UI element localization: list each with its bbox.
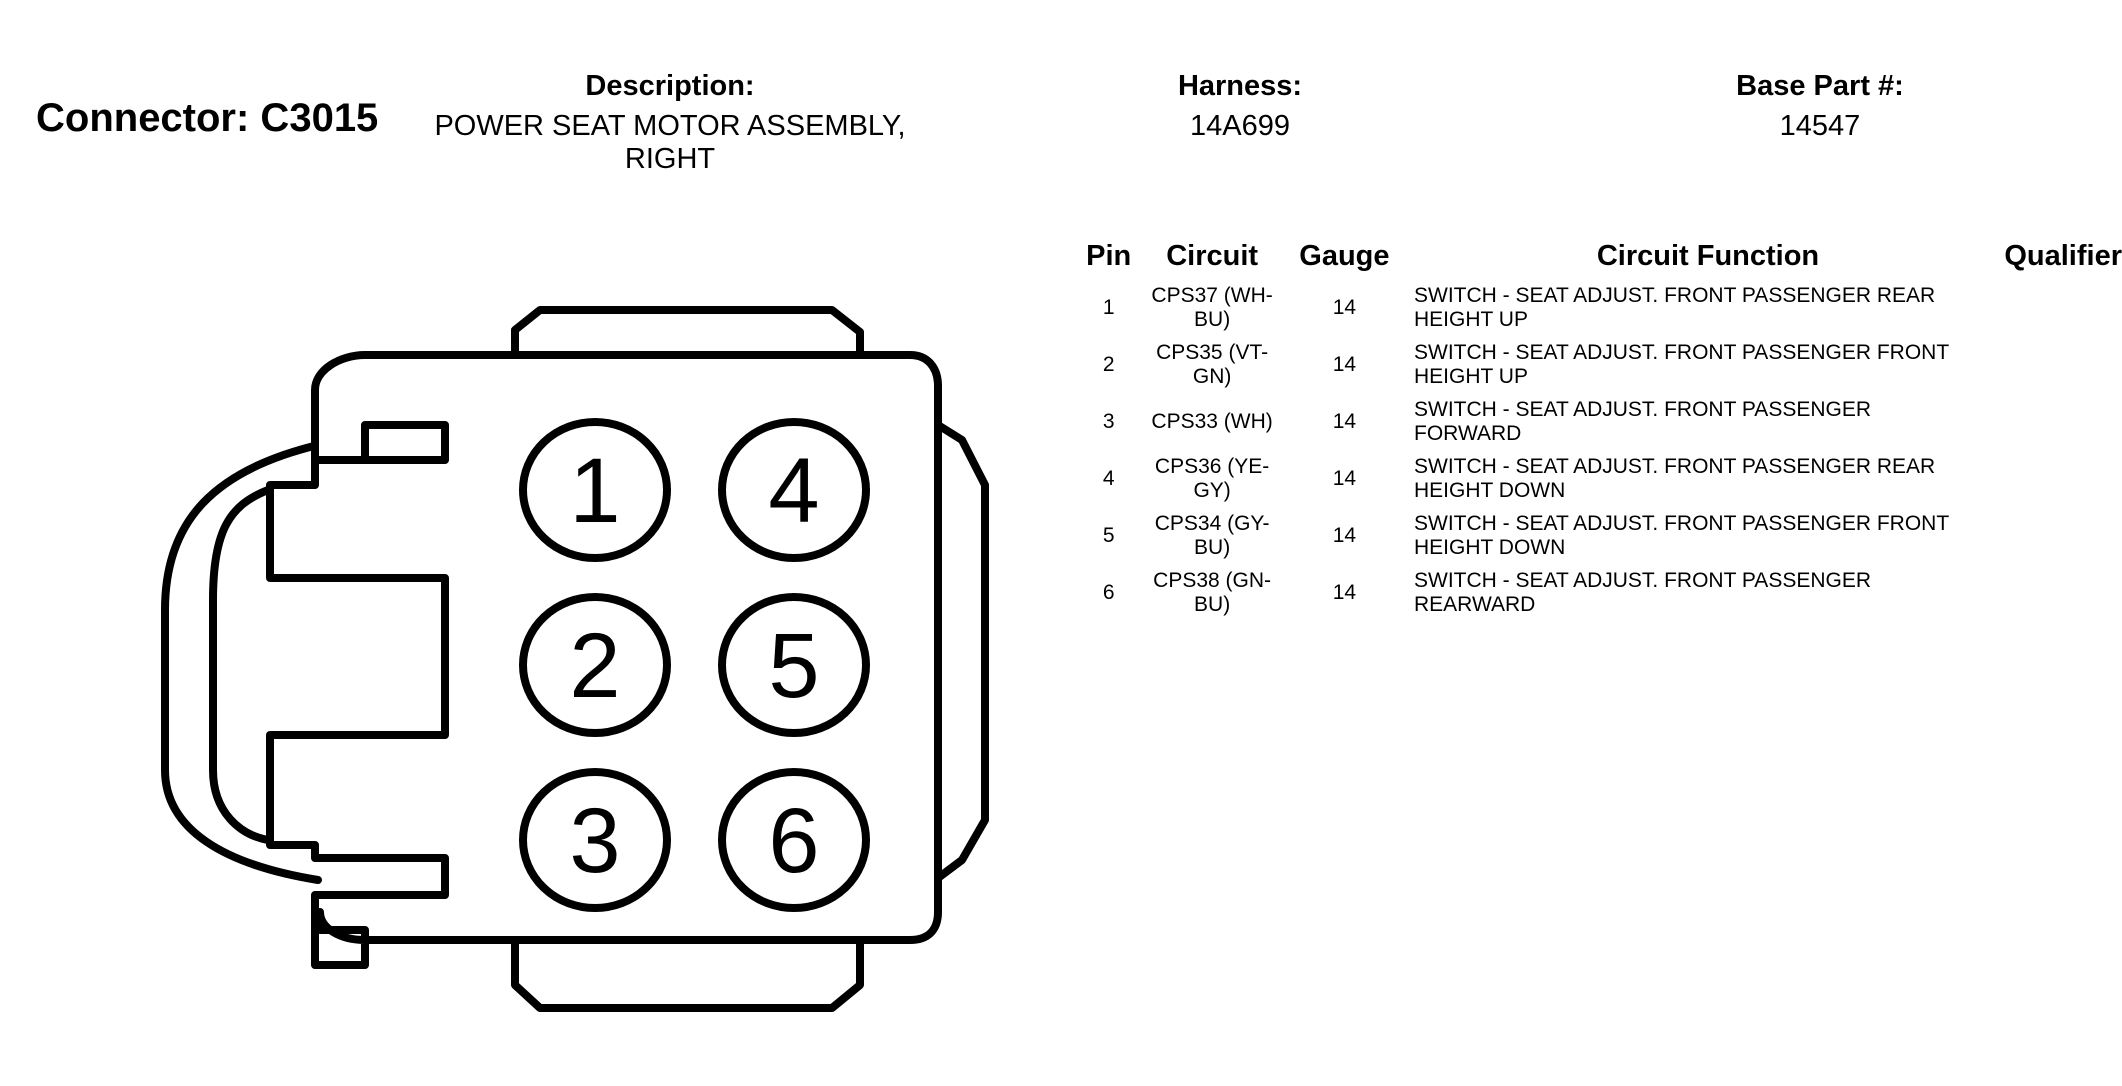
cell-circuit: CPS35 (VT-GN) (1147, 336, 1276, 393)
col-header-function: Circuit Function (1596, 240, 1820, 272)
function-line1: SWITCH - SEAT ADJUST. FRONT PASSENGER FR… (1414, 511, 1950, 535)
function-line1: SWITCH - SEAT ADJUST. FRONT PASSENGER RE… (1414, 454, 1936, 478)
pin-cavity-3 (519, 768, 671, 912)
harness-block: Harness: 14A699 (1120, 70, 1360, 143)
circuit-line2: GY) (1193, 478, 1231, 502)
pin-cavity-2 (519, 593, 671, 737)
harness-value: 14A699 (1190, 110, 1290, 142)
cell-circuit: CPS36 (YE-GY) (1147, 450, 1276, 507)
cell-qualifier (2004, 564, 2122, 621)
table-row: 1 CPS37 (WH-BU) 14 SWITCH - SEAT ADJUST.… (1070, 279, 2122, 336)
circuit-line2: BU) (1194, 307, 1231, 331)
cell-circuit: CPS38 (GN-BU) (1147, 564, 1276, 621)
col-header-circuit: Circuit (1166, 240, 1259, 272)
circuit-line1: CPS36 (YE- (1154, 454, 1270, 478)
pin-label-4: 4 (768, 440, 819, 542)
function-line2: FORWARD (1414, 421, 1522, 445)
cell-qualifier (2004, 450, 2122, 507)
cell-function: SWITCH - SEAT ADJUST. FRONT PASSENGER RE… (1412, 450, 2004, 507)
circuit-line1: CPS33 (WH) (1151, 409, 1273, 433)
cell-pin: 3 (1102, 409, 1115, 433)
table-row: 4 CPS36 (YE-GY) 14 SWITCH - SEAT ADJUST.… (1070, 450, 2122, 507)
cell-pin: 2 (1102, 352, 1115, 376)
connector-top-tab (511, 306, 864, 359)
cell-function: SWITCH - SEAT ADJUST. FRONT PASSENGER FR… (1412, 507, 2004, 564)
cell-qualifier (2004, 336, 2122, 393)
pinout-table: Pin Circuit Gauge Circuit Function Quali… (1070, 240, 2122, 621)
cell-circuit: CPS37 (WH-BU) (1147, 279, 1276, 336)
circuit-line1: CPS35 (VT- (1156, 340, 1269, 364)
cell-gauge: 14 (1332, 523, 1357, 547)
cell-function: SWITCH - SEAT ADJUST. FRONT PASSENGER RE… (1412, 279, 2004, 336)
cell-pin: 5 (1102, 523, 1115, 547)
cell-gauge: 14 (1332, 580, 1357, 604)
connector-latch-arc-inner (209, 486, 272, 844)
cell-pin: 6 (1102, 580, 1115, 604)
cell-qualifier (2004, 393, 2122, 450)
col-header-pin: Pin (1086, 240, 1132, 272)
connector-title: Connector: C3015 (36, 96, 379, 140)
cell-circuit: CPS34 (GY-BU) (1147, 507, 1276, 564)
connector-face-diagram: 1 2 3 4 5 6 (161, 306, 989, 1012)
cell-qualifier (2004, 507, 2122, 564)
base-part-block: Base Part #: 14547 (1700, 70, 1940, 143)
function-line2: REARWARD (1414, 592, 1536, 616)
circuit-line2: GN) (1192, 364, 1232, 388)
circuit-line1: CPS38 (GN- (1153, 568, 1272, 592)
pin-cavity-5 (718, 593, 870, 737)
pin-cavity-1 (519, 418, 671, 562)
table-row: 2 CPS35 (VT-GN) 14 SWITCH - SEAT ADJUST.… (1070, 336, 2122, 393)
pin-cavity-6 (718, 768, 870, 912)
circuit-line1: CPS37 (WH- (1151, 283, 1273, 307)
pin-label-1: 1 (569, 440, 620, 542)
table-row: 5 CPS34 (GY-BU) 14 SWITCH - SEAT ADJUST.… (1070, 507, 2122, 564)
circuit-line2: BU) (1194, 535, 1231, 559)
function-line2: HEIGHT UP (1414, 364, 1528, 388)
function-line1: SWITCH - SEAT ADJUST. FRONT PASSENGER RE… (1414, 283, 1936, 307)
cell-circuit: CPS33 (WH) (1147, 393, 1276, 450)
cell-gauge: 14 (1332, 295, 1357, 319)
circuit-line2: BU) (1194, 592, 1231, 616)
function-line1: SWITCH - SEAT ADJUST. FRONT PASSENGER FR… (1414, 340, 1950, 364)
connector-bottom-tab (511, 936, 864, 1012)
cell-gauge: 14 (1332, 409, 1357, 433)
harness-label: Harness: (1177, 70, 1303, 102)
pin-cavity-4 (718, 418, 870, 562)
base-part-value: 14547 (1779, 110, 1861, 142)
function-line2: HEIGHT DOWN (1414, 478, 1566, 502)
cell-gauge: 14 (1332, 352, 1357, 376)
cell-pin: 1 (1102, 295, 1115, 319)
cell-pin: 4 (1102, 466, 1115, 490)
cell-qualifier (2004, 279, 2122, 336)
table-row: 3 CPS33 (WH) 14 SWITCH - SEAT ADJUST. FR… (1070, 393, 2122, 450)
circuit-line1: CPS34 (GY- (1154, 511, 1270, 535)
cell-function: SWITCH - SEAT ADJUST. FRONT PASSENGER FR… (1412, 336, 2004, 393)
cell-gauge: 14 (1332, 466, 1357, 490)
description-label: Description: (585, 70, 755, 102)
table-row: 6 CPS38 (GN-BU) 14 SWITCH - SEAT ADJUST.… (1070, 564, 2122, 621)
description-value-line1: POWER SEAT MOTOR ASSEMBLY, (434, 110, 906, 142)
function-line1: SWITCH - SEAT ADJUST. FRONT PASSENGER (1414, 397, 1872, 421)
description-block: Description: POWER SEAT MOTOR ASSEMBLY, … (400, 70, 940, 176)
col-header-qualifier: Qualifier (2004, 240, 2122, 272)
col-header-gauge: Gauge (1299, 240, 1390, 272)
function-line2: HEIGHT DOWN (1414, 535, 1566, 559)
pin-label-3: 3 (569, 790, 620, 892)
function-line1: SWITCH - SEAT ADJUST. FRONT PASSENGER (1414, 568, 1872, 592)
base-part-label: Base Part #: (1736, 70, 1904, 102)
pin-label-2: 2 (569, 615, 620, 717)
pin-label-6: 6 (768, 790, 819, 892)
function-line2: HEIGHT UP (1414, 307, 1528, 331)
connector-right-flange (934, 421, 989, 882)
description-value-line2: RIGHT (624, 143, 716, 175)
pin-label-5: 5 (768, 615, 819, 717)
pinout-header-row: Pin Circuit Gauge Circuit Function Quali… (1070, 240, 2122, 279)
